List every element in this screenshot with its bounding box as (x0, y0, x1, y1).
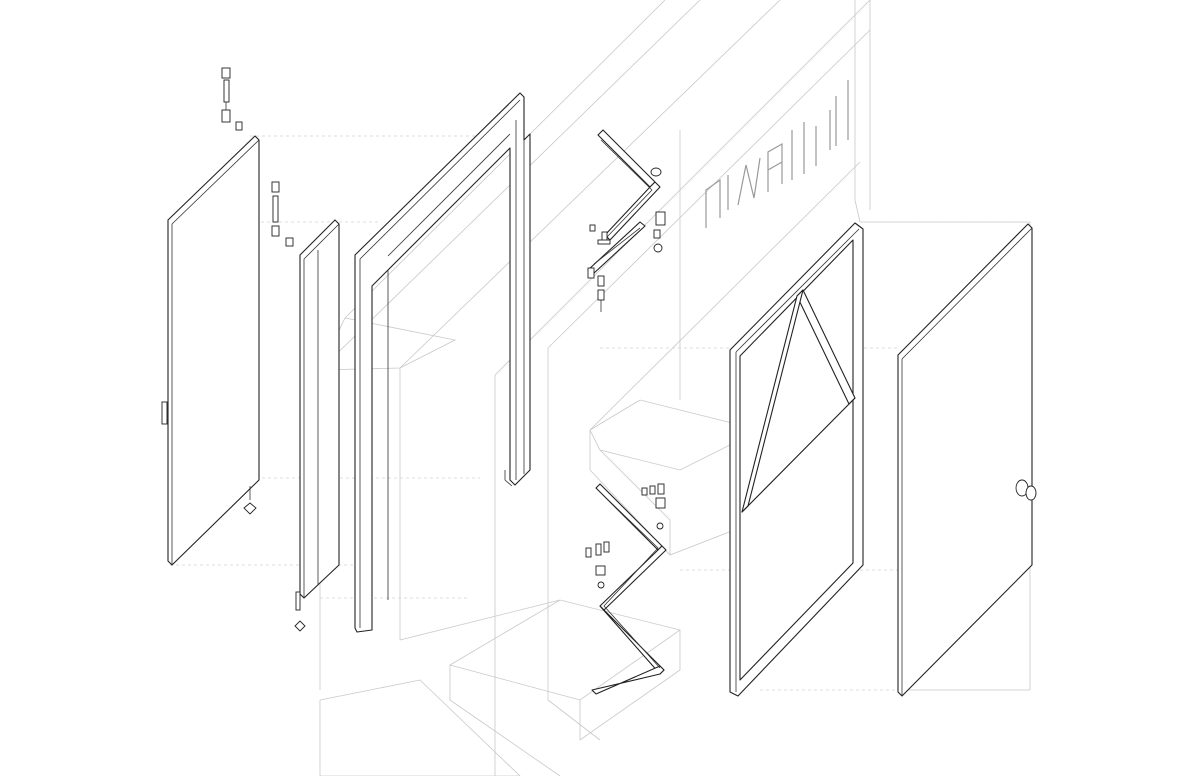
door-leaf-left (161, 135, 260, 566)
track-bracket-top (587, 129, 666, 312)
door-leaf-right (897, 223, 1037, 697)
door-frame (354, 92, 531, 633)
edge-latch-icon (161, 401, 168, 425)
hinge-hardware-casing (271, 181, 294, 247)
embossed-wall-lettering (705, 80, 849, 228)
glazed-frame (729, 222, 864, 697)
casing-panel (294, 219, 340, 632)
track-bracket-bottom (585, 483, 667, 695)
floor-pivot-icon (243, 502, 257, 515)
hinge-hardware-left (221, 67, 243, 131)
bottom-pin-icon (294, 620, 306, 632)
